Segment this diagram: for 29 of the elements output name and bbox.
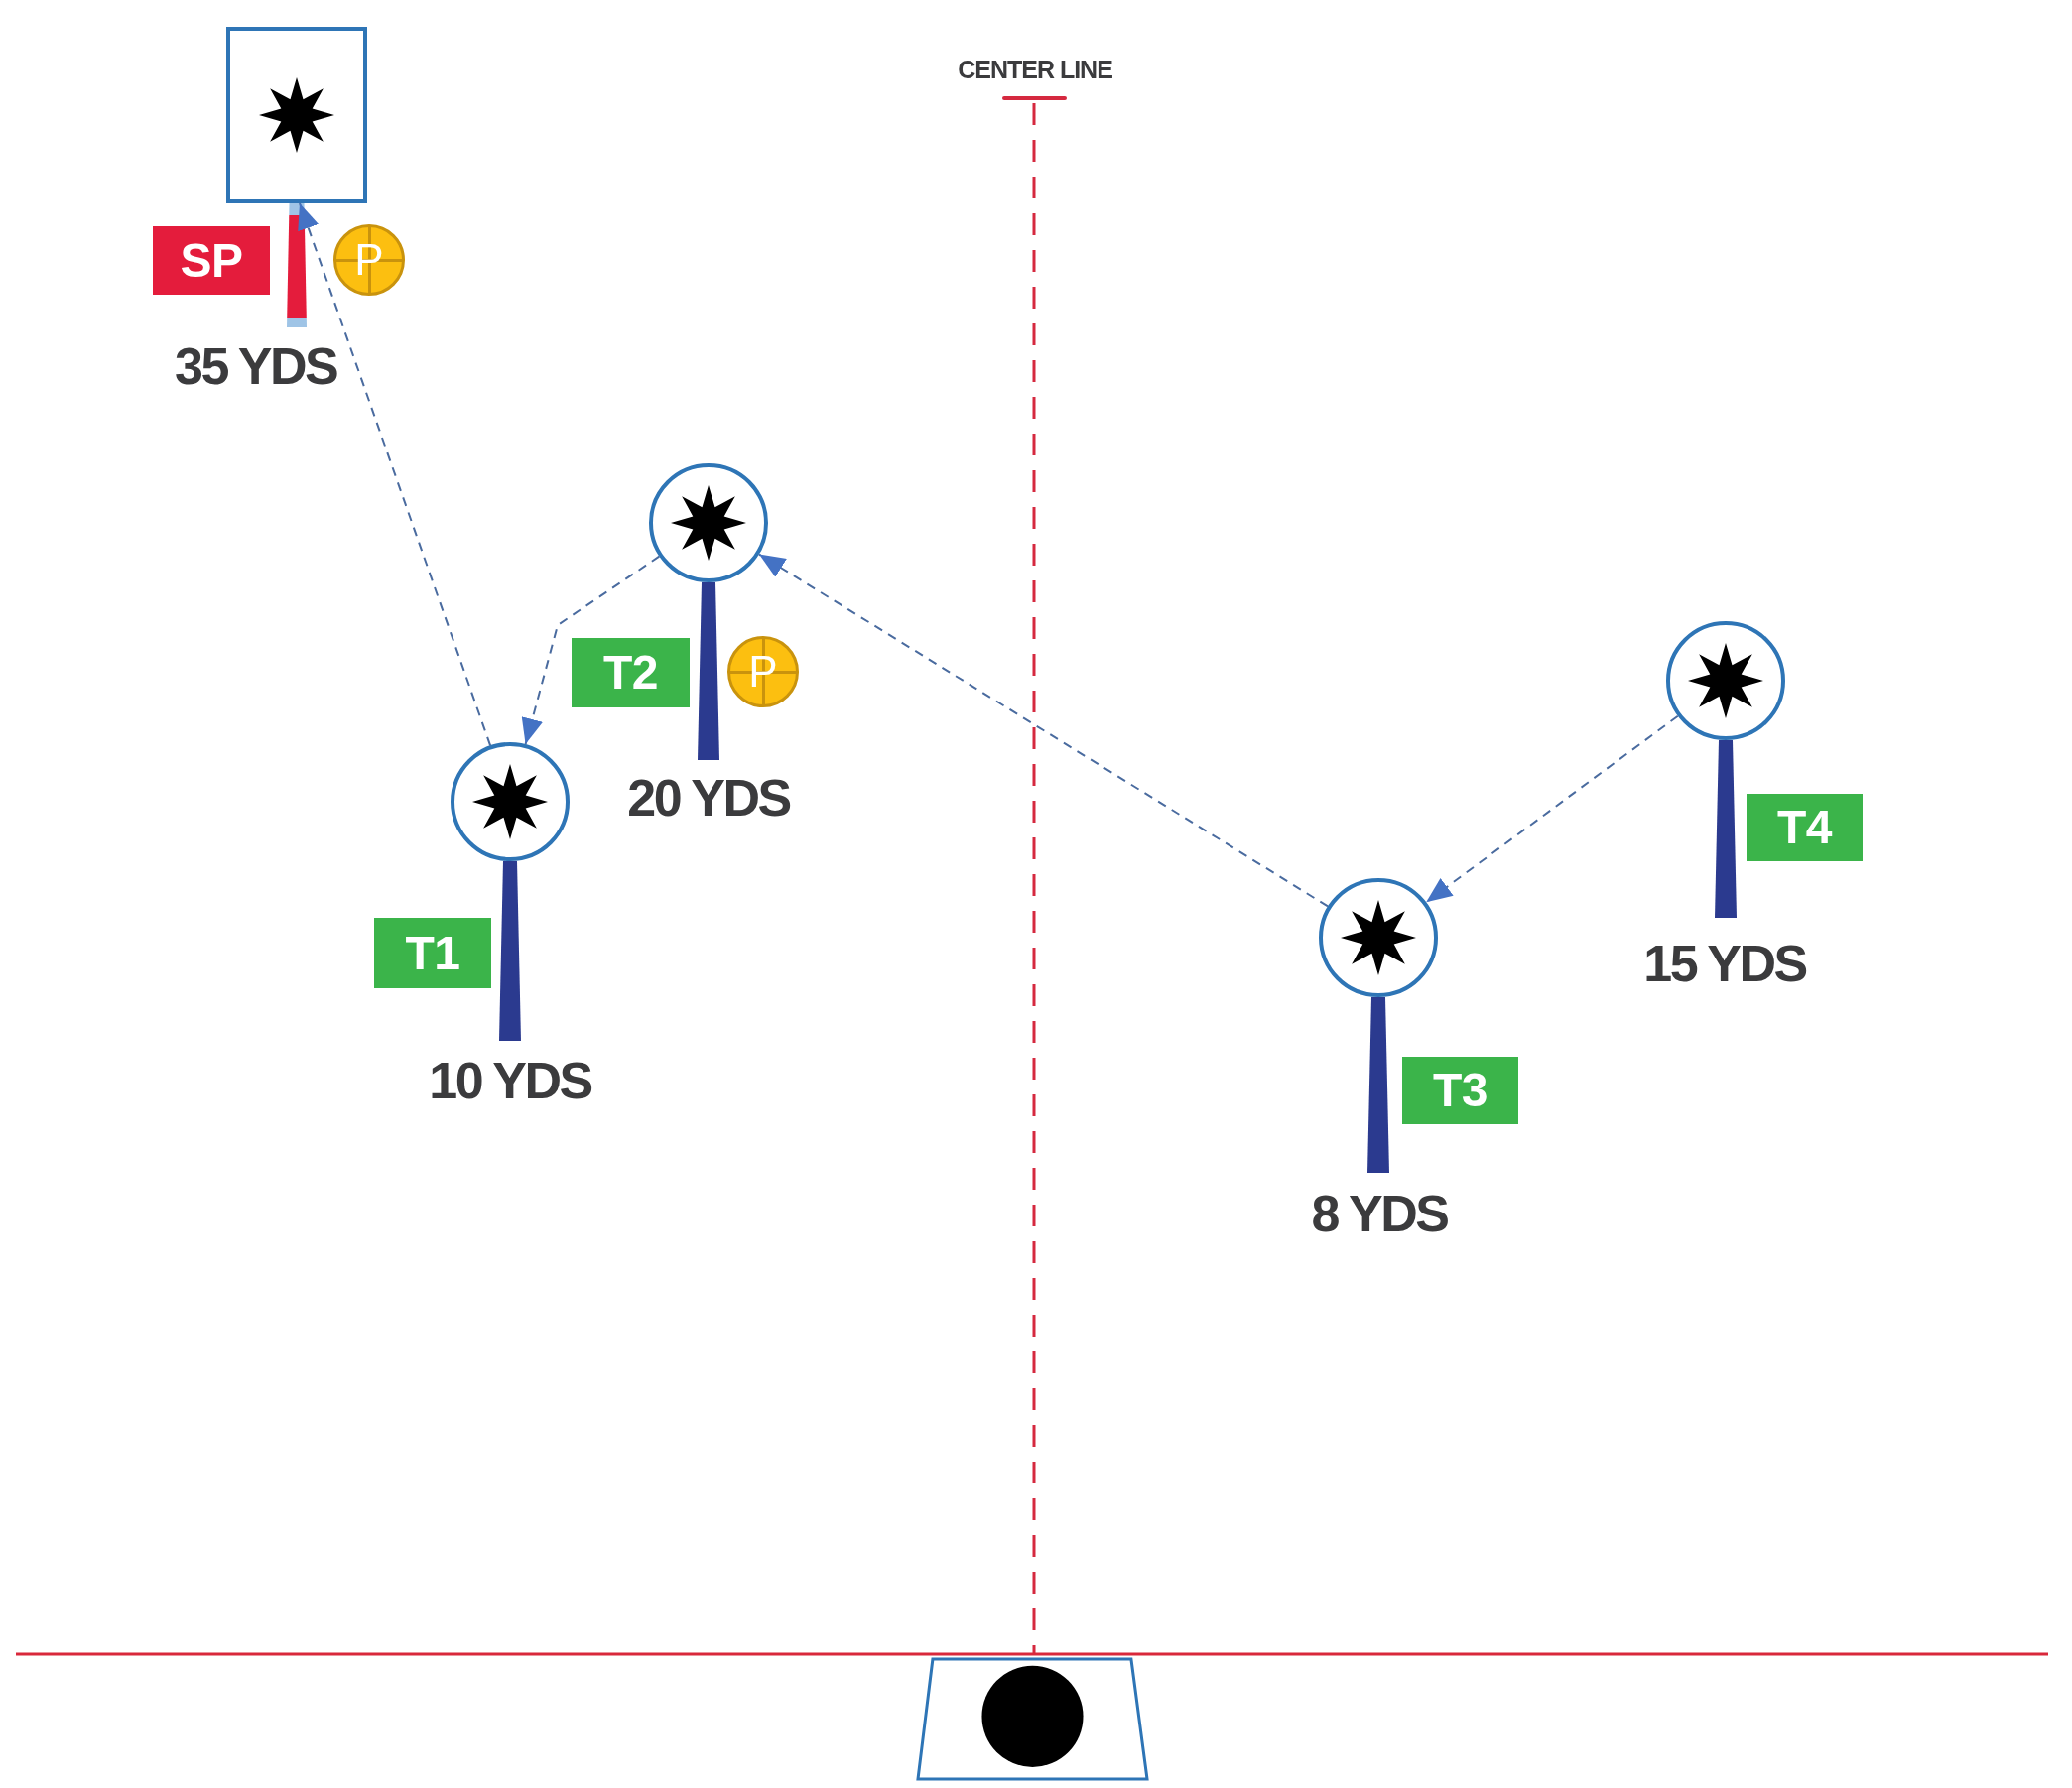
tag-text: T3: [1433, 1067, 1488, 1114]
tag-plate: [572, 638, 690, 707]
distance-label: 15 YDS: [1643, 938, 1807, 989]
tag-plate: [374, 918, 491, 988]
tag-text: T4: [1777, 804, 1832, 851]
target-stand: [1715, 740, 1737, 918]
distance-label: 8 YDS: [1311, 1188, 1449, 1239]
tag-text: SP: [180, 236, 243, 285]
tag-plate: [1402, 1057, 1518, 1124]
arrow: [1425, 714, 1679, 904]
target-stand: [698, 582, 719, 760]
shooting-box: [916, 1657, 1149, 1782]
target-board: [226, 27, 367, 203]
arrow: [298, 202, 492, 747]
tag-plate: [153, 226, 270, 295]
target-stand: [499, 861, 521, 1041]
target-stand: [287, 203, 307, 327]
tag-text: T1: [405, 929, 460, 977]
target-stand: [1367, 997, 1389, 1173]
tag-text: T2: [603, 649, 658, 697]
marker-letter: P: [748, 650, 778, 694]
distance-label: 35 YDS: [175, 340, 338, 392]
arrow: [758, 553, 1329, 908]
arrow: [521, 555, 661, 746]
marker-letter: P: [354, 238, 384, 282]
center-line-label: CENTER LINE: [958, 58, 1112, 82]
distance-label: 20 YDS: [627, 772, 791, 824]
tag-plate: [1747, 794, 1863, 861]
distance-label: 10 YDS: [429, 1055, 592, 1106]
